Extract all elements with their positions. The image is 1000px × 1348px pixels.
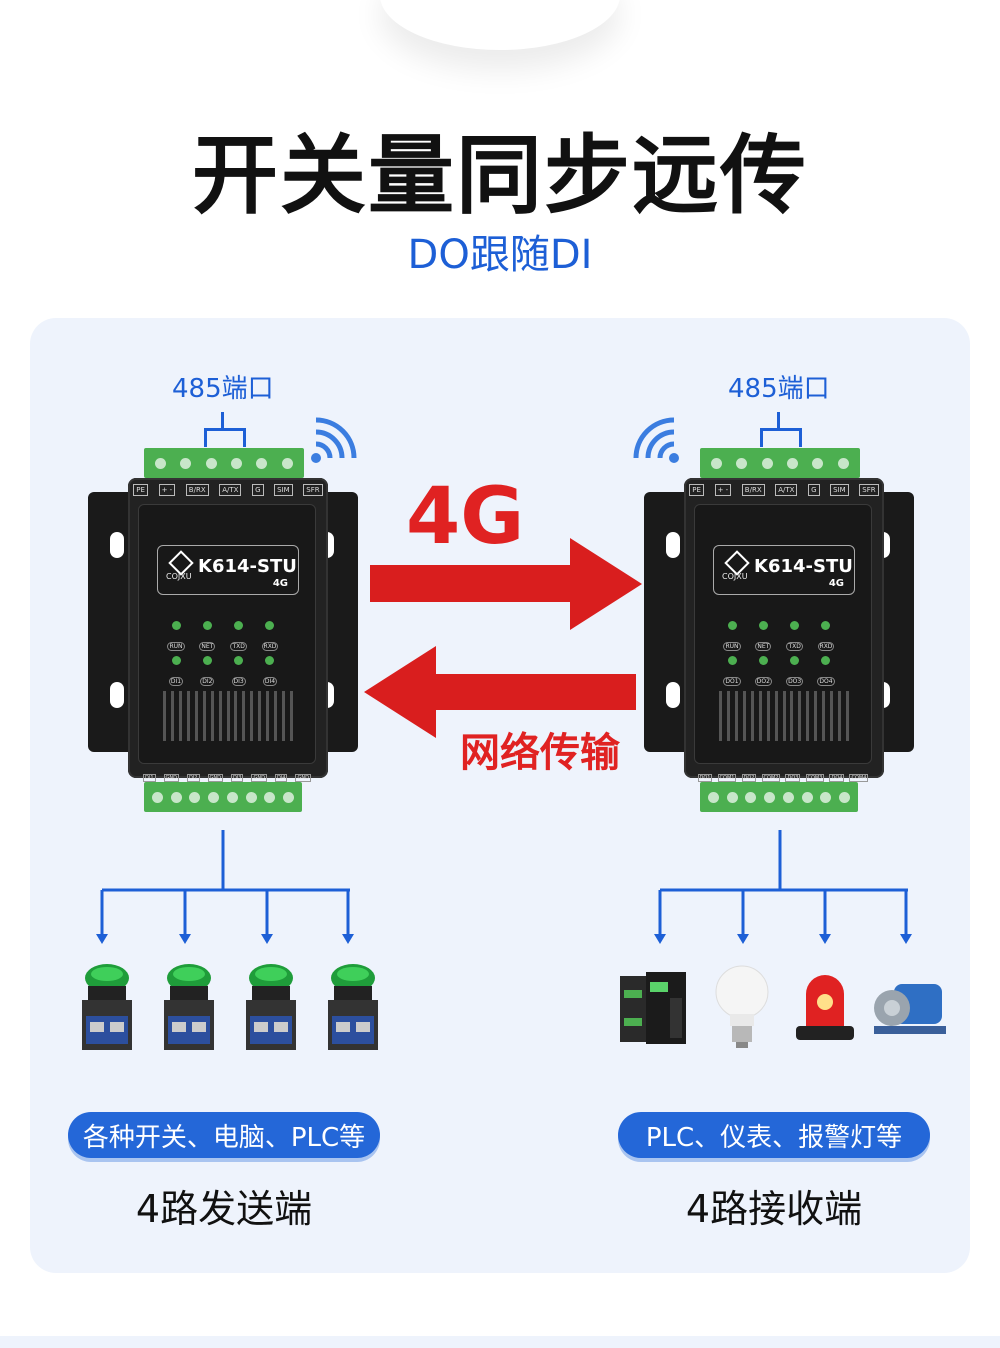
push-button-icon bbox=[164, 964, 214, 1050]
right-port-bracket-stem bbox=[777, 412, 780, 430]
right-top-terminal bbox=[700, 448, 860, 478]
left-arrow-icon bbox=[364, 646, 636, 738]
transmission-arrows bbox=[364, 538, 642, 738]
left-port-bracket bbox=[204, 428, 246, 447]
wifi-signal-icon bbox=[311, 417, 357, 463]
device-nameplate: COJXU K614-STU 4G bbox=[157, 545, 299, 595]
device-nameplate: COJXU K614-STU 4G bbox=[713, 545, 855, 595]
left-branch-lines bbox=[96, 830, 354, 944]
alarm-light-icon bbox=[796, 975, 854, 1040]
bottom-bar bbox=[0, 1336, 1000, 1348]
right-caption: 4路接收端 bbox=[685, 1187, 863, 1231]
brand-name: COJXU bbox=[722, 572, 748, 581]
right-target-pill: PLC、仪表、报警灯等 bbox=[618, 1112, 930, 1158]
wifi-signal-icon bbox=[633, 417, 679, 463]
left-caption: 4路发送端 bbox=[135, 1187, 313, 1231]
right-port-label: 485端口 bbox=[728, 374, 830, 404]
right-branch-lines bbox=[654, 830, 912, 944]
right-port-bracket bbox=[760, 428, 802, 447]
push-button-icon bbox=[82, 964, 132, 1050]
left-bottom-terminal bbox=[144, 782, 302, 812]
model-sub: 4G bbox=[828, 578, 844, 589]
arrow-label-network: 网络传输 bbox=[460, 730, 620, 776]
water-pump-icon bbox=[874, 984, 946, 1034]
led-panel: RUN NET TXD RXD DO1 DO2 DO3 DO4 bbox=[719, 621, 839, 691]
model-name: K614-STU bbox=[754, 556, 853, 577]
plc-icon bbox=[620, 972, 686, 1044]
top-decoration bbox=[380, 0, 620, 50]
push-button-icon bbox=[246, 964, 296, 1050]
page-subtitle: DO跟随DI bbox=[407, 232, 593, 278]
arrow-label-4g: 4G bbox=[406, 472, 525, 562]
page-title: 开关量同步远传 bbox=[192, 126, 808, 226]
left-top-terminal bbox=[144, 448, 304, 478]
light-bulb-icon bbox=[715, 965, 769, 1048]
led-panel: RUN NET TXD RXD DI1 DI2 DI3 DI4 bbox=[163, 621, 283, 691]
left-source-pill: 各种开关、电脑、PLC等 bbox=[68, 1112, 380, 1158]
right-bottom-terminal bbox=[700, 782, 858, 812]
left-port-label: 485端口 bbox=[172, 374, 274, 404]
model-sub: 4G bbox=[272, 578, 288, 589]
push-button-icon bbox=[328, 964, 378, 1050]
left-port-bracket-stem bbox=[221, 412, 224, 430]
vent-slots bbox=[163, 691, 293, 741]
right-arrow-icon bbox=[370, 538, 642, 630]
model-name: K614-STU bbox=[198, 556, 297, 577]
vent-slots bbox=[719, 691, 849, 741]
brand-name: COJXU bbox=[166, 572, 192, 581]
